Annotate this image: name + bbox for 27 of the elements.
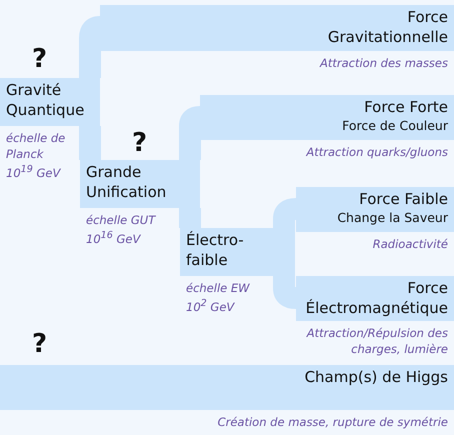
description-text: échelle de Planck 10$^{19}$ GeV	[5, 130, 66, 181]
force-name: Grande Unification	[86, 162, 168, 202]
branch-connector	[179, 208, 201, 228]
force-name: Force Électromagnétique	[304, 278, 448, 318]
question-mark: ?	[32, 46, 48, 72]
branch-connector	[273, 198, 296, 230]
force-name: Force Faible	[359, 189, 448, 209]
branch-connector	[273, 276, 296, 309]
description-text: Radioactivité	[372, 236, 449, 252]
question-mark: ?	[132, 130, 148, 156]
question-mark: ?	[32, 331, 48, 357]
force-name: Champ(s) de Higgs	[304, 367, 448, 387]
description-text: échelle GUT 10$^{16}$ GeV	[85, 212, 157, 247]
force-name: Force Gravitationnelle	[326, 7, 448, 47]
force-name: Force Forte	[364, 97, 448, 117]
description-text: échelle EW 10$^{2}$ GeV	[185, 280, 251, 315]
force-name: Électro-faible	[186, 230, 245, 270]
description-text: Attraction/Répulsion des charges, lumière	[305, 325, 449, 357]
force-subtitle: Force de Couleur	[341, 117, 448, 134]
force-subtitle: Change la Saveur	[336, 209, 448, 226]
description-text: Attraction des masses	[318, 55, 449, 71]
force-name: Gravité Quantique	[6, 80, 86, 120]
branch-connector	[79, 126, 101, 160]
branch-connector	[79, 16, 102, 78]
description-text: Attraction quarks/gluons	[304, 144, 449, 160]
description-text: Création de masse, rupture de symétrie	[216, 414, 449, 430]
branch-connector	[179, 106, 202, 160]
